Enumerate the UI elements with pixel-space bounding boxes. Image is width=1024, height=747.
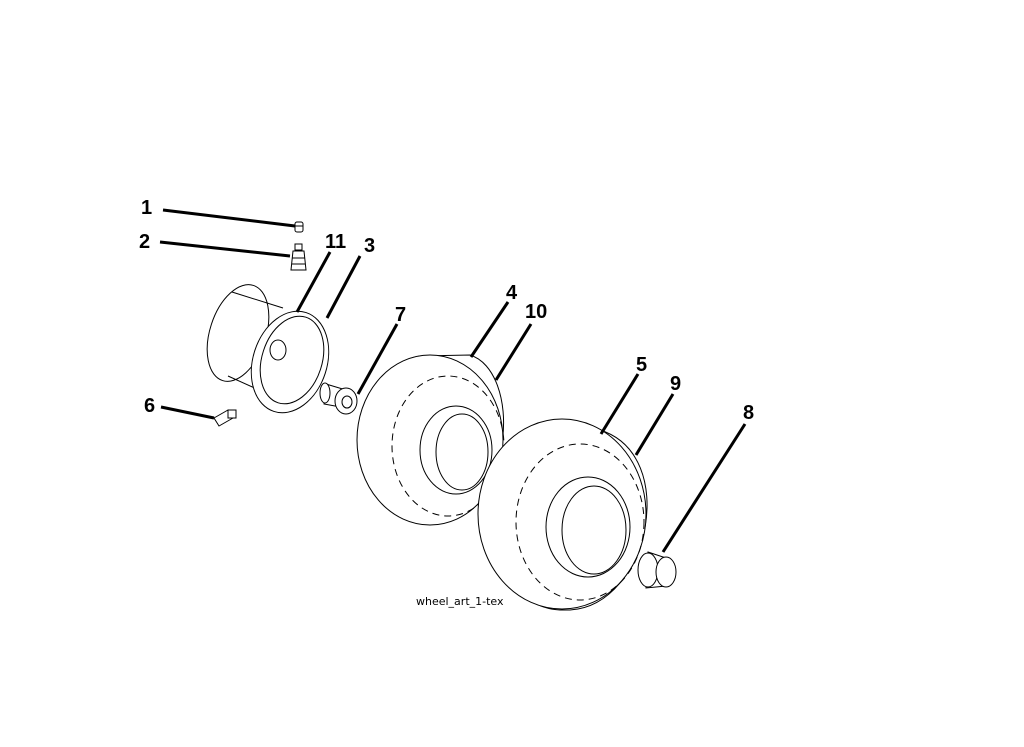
callout-8: 8	[743, 402, 754, 424]
valve-stem	[290, 243, 307, 271]
callout-7: 7	[395, 304, 406, 326]
diagram-caption: wheel_art_1-tex	[416, 595, 504, 608]
grease-fitting	[213, 409, 237, 427]
rim	[206, 284, 330, 414]
rear-tire	[477, 418, 648, 611]
callout-1: 1	[141, 197, 152, 219]
callout-9: 9	[670, 373, 681, 395]
hub-cap	[637, 551, 677, 589]
front-tire	[356, 354, 505, 526]
leader-4	[469, 301, 510, 358]
leader-7	[356, 323, 399, 395]
callout-11: 11	[325, 231, 346, 253]
leader-11	[295, 251, 332, 313]
callout-2: 2	[139, 231, 150, 253]
callout-4: 4	[506, 282, 518, 304]
callout-labels: 1 2 11 3 7 4 10 6 5 9 8	[139, 197, 754, 424]
leader-10	[494, 323, 533, 381]
callout-3: 3	[364, 235, 375, 257]
bushing	[319, 382, 358, 415]
leader-3	[325, 255, 362, 319]
leader-6	[160, 405, 215, 420]
leader-9	[634, 393, 675, 456]
leader-2	[159, 240, 291, 258]
callout-5: 5	[636, 354, 647, 376]
callout-6: 6	[144, 395, 155, 417]
leader-lines	[159, 208, 747, 553]
leader-8	[661, 423, 747, 553]
valve-cap	[294, 221, 304, 233]
leader-5	[599, 373, 640, 435]
callout-10: 10	[525, 301, 547, 323]
leader-1	[162, 208, 296, 228]
